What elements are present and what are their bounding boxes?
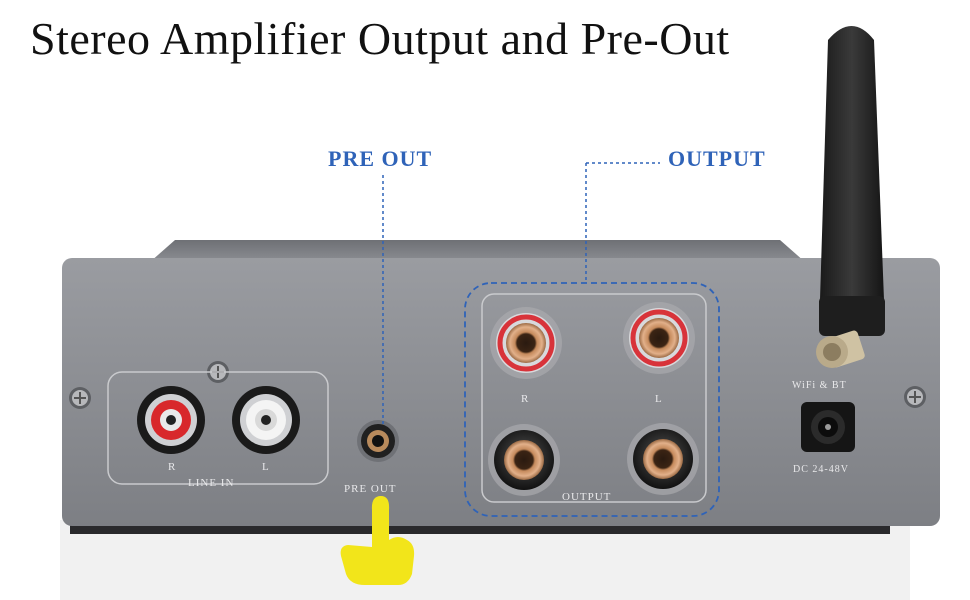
dc-power-jack[interactable] <box>801 402 855 452</box>
output-highlight-box <box>464 282 720 517</box>
chassis-rear-panel <box>62 258 940 526</box>
callout-pre-out: PRE OUT <box>328 146 433 171</box>
line-in-label: LINE IN <box>188 477 234 489</box>
output-l-label: L <box>655 393 663 405</box>
screw-icon <box>904 386 926 408</box>
line-in-r-label: R <box>168 461 176 473</box>
pointing-hand-icon <box>340 496 415 585</box>
output-group <box>481 293 707 503</box>
antenna-label: WiFi & BT <box>792 380 847 391</box>
line-in-l-label: L <box>262 461 270 473</box>
speaker-terminal-r-negative[interactable] <box>488 424 560 496</box>
pre-out-jack[interactable] <box>357 420 399 462</box>
output-callout-line <box>585 162 660 283</box>
speaker-terminal-l-positive[interactable] <box>623 302 695 374</box>
speaker-terminal-l-negative[interactable] <box>627 423 699 495</box>
output-panel-label: OUTPUT <box>562 491 611 503</box>
rca-jack-left[interactable] <box>232 386 300 454</box>
antenna[interactable] <box>816 26 885 369</box>
speaker-terminal-r-positive[interactable] <box>490 307 562 379</box>
rca-jack-right[interactable] <box>137 386 205 454</box>
power-label: DC 24-48V <box>793 464 849 475</box>
callout-output: OUTPUT <box>668 146 766 171</box>
output-r-label: R <box>521 393 529 405</box>
pre-out-panel-label: PRE OUT <box>344 483 397 495</box>
line-in-group <box>107 371 329 485</box>
chassis-top <box>150 240 805 262</box>
page-title: Stereo Amplifier Output and Pre-Out <box>30 13 730 64</box>
screw-icon <box>69 387 91 409</box>
